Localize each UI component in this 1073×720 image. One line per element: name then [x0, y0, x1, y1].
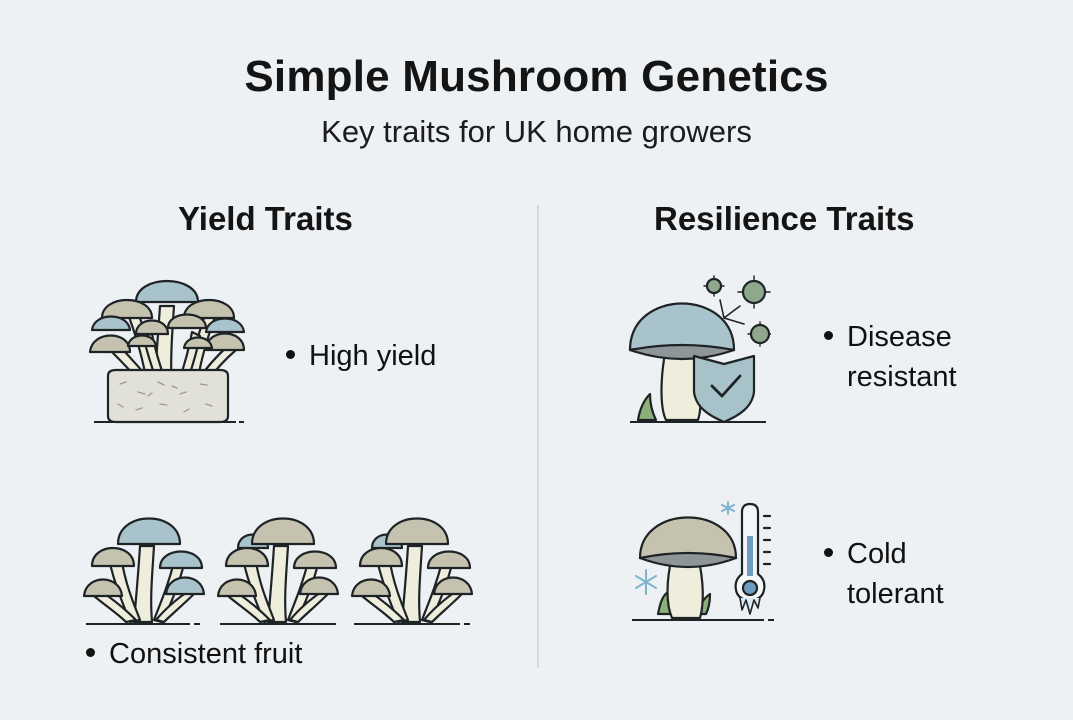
- bullet-icon: [286, 349, 295, 359]
- page-title: Simple Mushroom Genetics: [244, 52, 829, 101]
- bullet-icon: [86, 647, 95, 657]
- column-heading-yield: Yield Traits: [178, 200, 353, 237]
- trait-consistent-fruit: Consistent fruit: [86, 634, 302, 674]
- bullet-icon: [824, 547, 833, 557]
- bullet-icon: [824, 330, 833, 340]
- three-mushroom-clusters-icon: [82, 517, 474, 625]
- mushroom-cluster-on-substrate-icon: [88, 280, 246, 424]
- column-divider: [537, 205, 539, 668]
- trait-label-line2: resistant: [847, 361, 957, 393]
- trait-high-yield: High yield: [286, 336, 436, 376]
- trait-label: High yield: [309, 340, 437, 372]
- trait-label-line1: Disease: [847, 321, 952, 353]
- trait-label-line2: tolerant: [847, 578, 944, 610]
- trait-label: Consistent fruit: [109, 638, 303, 670]
- trait-cold-tolerant: Cold tolerant: [824, 534, 944, 614]
- mushroom-thermometer-snow-icon: [632, 501, 774, 621]
- column-heading-resilience: Resilience Traits: [654, 200, 915, 237]
- mushroom-shield-virus-icon: [628, 275, 771, 424]
- trait-disease-resistant: Disease resistant: [824, 317, 957, 397]
- page-subtitle: Key traits for UK home growers: [321, 114, 752, 149]
- trait-label-line1: Cold: [847, 538, 907, 570]
